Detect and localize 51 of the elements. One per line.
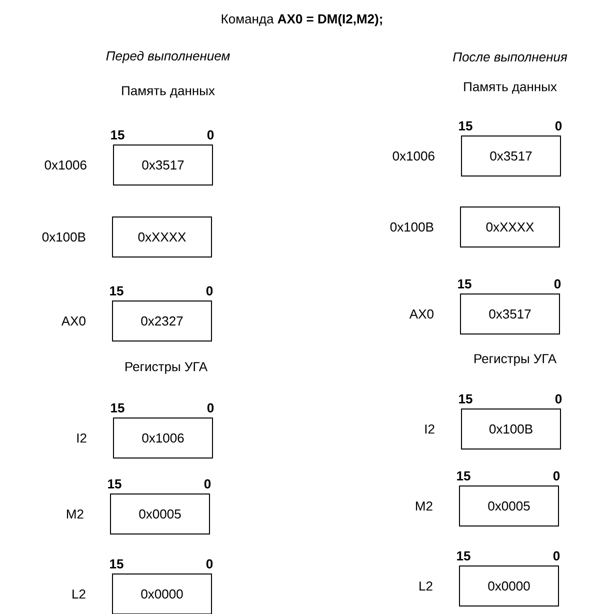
register-box: 0x2327 (112, 300, 212, 342)
register-box: 0x3517 (461, 136, 561, 176)
bit-number: 15 (110, 286, 124, 296)
register-box: 0x0005 (110, 494, 210, 534)
bit-number: 15 (108, 479, 122, 488)
section-heading: Перед выполнением (106, 50, 230, 64)
register-name: I2 (425, 424, 434, 434)
bit-number: 15 (459, 394, 472, 404)
title: Команда AX0 = DM(I2,M2); (222, 14, 382, 26)
register-name: 0x100B (42, 232, 86, 242)
bit-number: 15 (458, 279, 472, 288)
bit-number: 15 (111, 403, 124, 412)
bit-number: 0 (204, 479, 211, 488)
section-heading: Память данных (122, 86, 215, 98)
register-box: 0xXXXX (112, 216, 212, 258)
register-name: 0x1006 (392, 151, 434, 161)
register-box: 0x0000 (112, 574, 212, 614)
register-name: AX0 (61, 316, 86, 326)
section-heading: Регистры УГА (126, 362, 208, 374)
register-name: M2 (66, 509, 84, 519)
register-box: 0x3517 (460, 294, 560, 334)
register-name: L2 (72, 589, 86, 599)
bit-number: 0 (553, 471, 560, 480)
register-name: 0x1006 (44, 160, 86, 170)
bit-number: 0 (206, 286, 213, 296)
bit-number: 15 (110, 559, 124, 568)
bit-number: 0 (553, 551, 560, 560)
register-box: 0x1006 (113, 418, 213, 458)
register-name: L2 (420, 581, 432, 591)
register-box: 0x0000 (459, 566, 559, 606)
bit-number: 15 (459, 121, 472, 130)
bit-number: 0 (555, 394, 562, 404)
section-heading: После выполнения (453, 52, 568, 62)
bit-number: 0 (207, 403, 214, 412)
register-name: AX0 (409, 309, 434, 319)
register-name: 0x100B (390, 222, 434, 232)
bit-number: 15 (457, 551, 470, 560)
section-heading: Регистры УГА (474, 354, 556, 366)
register-name: I2 (77, 433, 86, 443)
register-name: M2 (416, 501, 432, 511)
bit-number: 0 (554, 279, 561, 288)
register-box: 0x3517 (113, 144, 213, 186)
bit-number: 0 (206, 559, 213, 568)
register-box: 0x0005 (459, 486, 559, 526)
bit-number: 15 (111, 130, 124, 140)
bit-number: 15 (457, 471, 470, 480)
bit-number: 0 (207, 130, 214, 140)
register-box: 0xXXXX (460, 206, 560, 248)
register-box: 0x100B (461, 408, 561, 450)
section-heading: Память данных (464, 82, 557, 94)
bit-number: 0 (555, 121, 562, 130)
